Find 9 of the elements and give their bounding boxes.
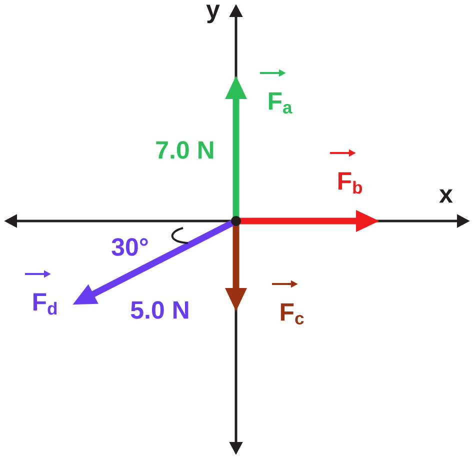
magnitude-label: 5.0 N	[130, 301, 188, 319]
force-label: F$_{c}$	[280, 303, 304, 325]
force-label: F$_{a}$	[268, 92, 292, 114]
force-label: F$_{b}$	[338, 172, 362, 194]
magnitude-label: 7.0 N	[156, 141, 214, 159]
axis-label: y	[206, 4, 220, 24]
angle-label: 30°	[112, 238, 148, 256]
axis-label: x	[439, 189, 453, 203]
force-label: F$_{d}$	[33, 293, 57, 315]
